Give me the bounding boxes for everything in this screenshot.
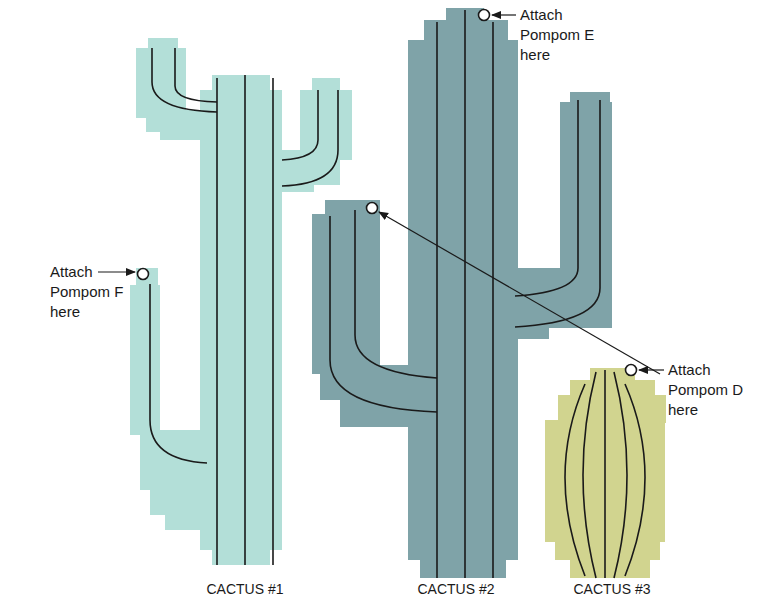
cactus-caption: CACTUS #1 [206, 581, 283, 597]
cactus-3-ribs [565, 370, 645, 578]
callout-label: Attach Pompom F here [50, 262, 130, 322]
cactus-caption: CACTUS #3 [573, 581, 650, 597]
attach-circles [138, 10, 637, 376]
cactus-3 [545, 368, 666, 578]
leader-lines [98, 15, 664, 374]
callout-label: Attach Pompom D here [668, 360, 748, 420]
callout-label: Attach Pompom E here [520, 5, 600, 65]
cactus-caption: CACTUS #2 [417, 581, 494, 597]
cactus-1-ribs [150, 48, 338, 565]
